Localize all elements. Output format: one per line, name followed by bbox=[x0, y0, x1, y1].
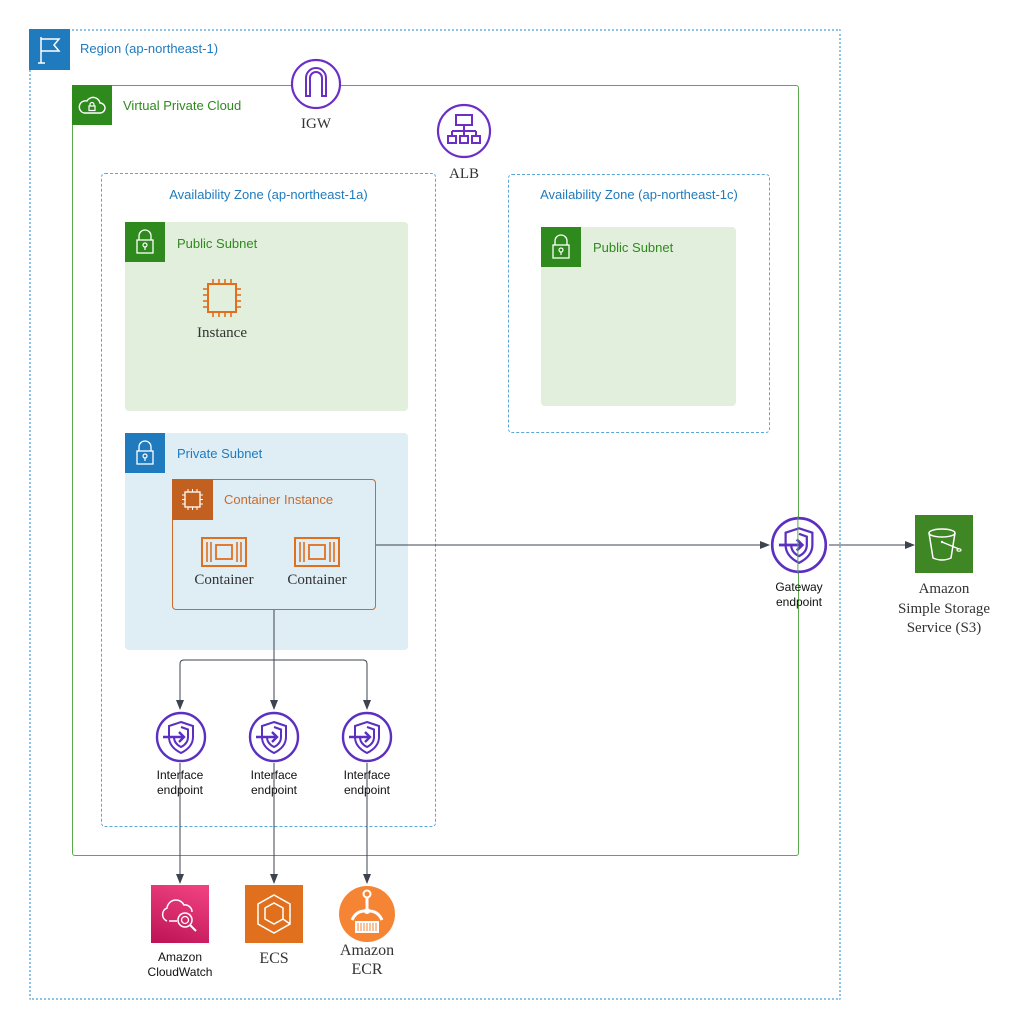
instance-label: Instance bbox=[197, 325, 247, 341]
lock-icon bbox=[136, 229, 154, 254]
internet-gateway-icon[interactable] bbox=[290, 58, 342, 110]
region-label: Region (ap-northeast-1) bbox=[80, 41, 219, 56]
alb-label: ALB bbox=[449, 166, 479, 182]
lock-icon bbox=[552, 234, 570, 259]
cloudwatch-tile[interactable] bbox=[151, 885, 209, 943]
vpc-badge bbox=[72, 85, 112, 125]
cloudwatch-icon bbox=[161, 899, 197, 932]
s3-bucket-icon bbox=[928, 528, 962, 561]
region-badge bbox=[29, 29, 70, 70]
private-subnet-label: Private Subnet bbox=[177, 446, 263, 461]
connector-to-endpoint-3 bbox=[274, 659, 371, 710]
interface-endpoint-icon[interactable] bbox=[341, 711, 393, 763]
public-subnet-1c-label: Public Subnet bbox=[593, 240, 674, 255]
interface-endpoint-icon[interactable] bbox=[155, 711, 207, 763]
cloud-lock-icon bbox=[78, 96, 106, 114]
private-subnet-badge bbox=[125, 433, 165, 473]
container-icon[interactable] bbox=[201, 537, 247, 567]
container-icon[interactable] bbox=[294, 537, 340, 567]
cloudwatch-label: Amazon CloudWatch bbox=[147, 950, 213, 979]
gateway-endpoint-label: Gateway endpoint bbox=[775, 580, 823, 609]
container-label-2: Container bbox=[287, 572, 347, 588]
ec2-instance-icon[interactable] bbox=[200, 276, 244, 320]
ecr-label: Amazon ECR bbox=[339, 942, 395, 978]
vpc-group bbox=[72, 85, 799, 856]
flag-icon bbox=[38, 37, 61, 64]
ecr-icon[interactable] bbox=[338, 885, 396, 943]
availability-zone-1a bbox=[101, 173, 436, 827]
vpc-label: Virtual Private Cloud bbox=[123, 98, 242, 113]
ecs-tile[interactable] bbox=[245, 885, 303, 943]
container-instance-label: Container Instance bbox=[224, 492, 334, 507]
interface-endpoint-icon[interactable] bbox=[248, 711, 300, 763]
container-label-1: Container bbox=[194, 572, 254, 588]
connector-to-endpoint-1 bbox=[176, 659, 274, 710]
interface-endpoint-2-label: Interface endpoint bbox=[250, 768, 298, 797]
az-1c-label: Availability Zone (ap-northeast-1c) bbox=[540, 187, 738, 202]
availability-zone-1c bbox=[508, 174, 770, 433]
load-balancer-icon[interactable] bbox=[436, 103, 492, 159]
s3-label: Amazon Simple Storage Service (S3) bbox=[897, 581, 991, 636]
region-group bbox=[29, 29, 841, 1000]
public-subnet-1a-label: Public Subnet bbox=[177, 236, 258, 251]
s3-tile[interactable] bbox=[915, 515, 973, 573]
igw-label: IGW bbox=[301, 116, 331, 132]
ecs-label: ECS bbox=[259, 950, 289, 967]
az-1a-label: Availability Zone (ap-northeast-1a) bbox=[169, 187, 368, 202]
chip-icon bbox=[182, 489, 203, 510]
ecs-icon bbox=[257, 894, 291, 934]
interface-endpoint-3-label: Interface endpoint bbox=[343, 768, 391, 797]
interface-endpoint-1-label: Interface endpoint bbox=[156, 768, 204, 797]
public-subnet-1a bbox=[125, 222, 408, 411]
public-subnet-1c-badge bbox=[541, 227, 581, 267]
lock-icon bbox=[136, 440, 154, 465]
public-subnet-1a-badge bbox=[125, 222, 165, 262]
container-instance-group bbox=[172, 479, 376, 610]
container-instance-badge bbox=[172, 479, 213, 520]
gateway-endpoint-icon[interactable] bbox=[770, 516, 828, 574]
